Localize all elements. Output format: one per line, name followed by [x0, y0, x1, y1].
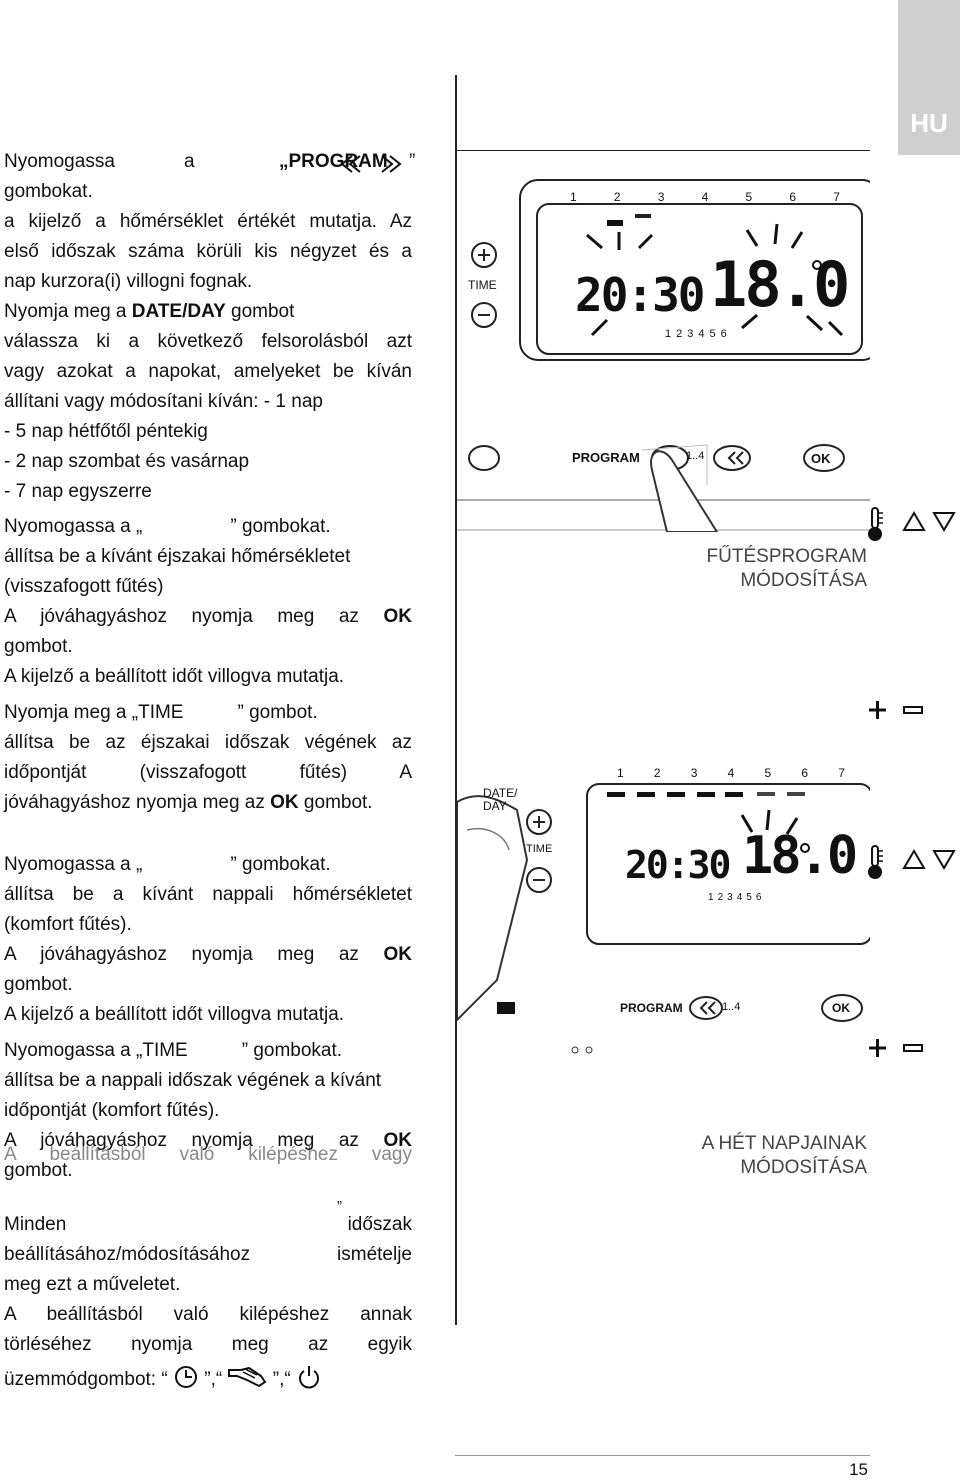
step6-line3: időpontját (komfort fűtés). — [4, 1100, 220, 1121]
step3-line4: A jóváhagyáshoz nyomja meg az OK — [4, 606, 412, 627]
thermostat-device-1 — [457, 150, 870, 532]
step6-line2: állítsa be a nappali időszak végének a k… — [4, 1070, 382, 1091]
step2-line1: Nyomja meg a DATE/DAY gombot — [4, 301, 295, 322]
datday-button-label-2: DATE/ DAY — [483, 786, 518, 813]
time-button-label-1: TIME — [468, 278, 497, 292]
step7-line5: törléséhez nyomja meg az egyik — [4, 1334, 412, 1355]
step7-line3: meg ezt a műveletet. — [4, 1274, 181, 1295]
step1-line2: gombokat. — [4, 181, 93, 202]
step5-line6: A kijelző a beállított időt villogva mut… — [4, 1004, 345, 1025]
step4-line1: Nyomja meg a „TIME” gombot. — [4, 702, 318, 723]
column-divider — [455, 75, 457, 1325]
step5-line2: állítsa be a kívánt nappali hőmérséklete… — [4, 884, 412, 905]
datday-label: DATE/DAY — [131, 301, 226, 322]
step5-line4: A jóváhagyáshoz nyomja meg az OK — [4, 944, 412, 965]
lcd-time-2: 20:30 — [625, 843, 731, 887]
program-button-label-1: PROGRAM — [572, 450, 640, 465]
period-numbers-1: 123456 — [665, 328, 732, 340]
step1-quote: ” — [409, 151, 416, 172]
step6-line5: gombot. — [4, 1160, 73, 1181]
ok-button-label-2: OK — [832, 1001, 850, 1015]
step3-line3: (visszafogott fűtés) — [4, 576, 164, 597]
step7-line6: üzemmódgombot: “ ”,“ ”,“ — [4, 1364, 412, 1395]
manual-hand-icon — [228, 1366, 267, 1388]
lcd-time-1: 20:30 — [575, 268, 705, 322]
step6-line1: Nyomogassa a „TIME” gombokat. — [4, 1040, 343, 1061]
step3-line1: Nyomogassa a „” gombokat. — [4, 516, 331, 537]
footer-rule — [455, 1455, 870, 1456]
step4-line3: időpontját (visszafogott fűtés) A — [4, 762, 412, 783]
step2-line3: vagy azokat a napokat, amelyeket be kívá… — [4, 361, 412, 382]
nav-arrows-icon — [340, 155, 402, 173]
ok-button-label-1: OK — [811, 451, 831, 466]
step5-line5: gombot. — [4, 974, 73, 995]
time-button-label-2: TIME — [526, 843, 553, 855]
step1-line1: Nyomogassa a „PROGRAM ” — [4, 147, 416, 177]
thermo-updown-icons-2 — [868, 845, 956, 879]
program-button-label-2: PROGRAM — [620, 1001, 683, 1015]
period-numbers-2: 123456 — [708, 892, 766, 903]
step2-line7: - 7 nap egyszerre — [4, 481, 152, 502]
page-number: 15 — [849, 1460, 868, 1479]
step2-line5: - 5 nap hétfőtől péntekig — [4, 421, 208, 442]
step6-line4: A jóváhagyáshoz nyomja meg az OK — [4, 1130, 412, 1151]
thermostat-device-2 — [457, 740, 870, 1058]
lcd-temperature-1: 18.0 — [710, 248, 850, 321]
step3-line6: A kijelző a beállított időt villogva mut… — [4, 666, 345, 687]
nav-label-2: 1..4 — [722, 1001, 741, 1013]
step5-line1: Nyomogassa a „” gombokat. — [4, 854, 331, 875]
step7-line4: A beállításból való kilépéshez annak — [4, 1304, 412, 1325]
step1-program-label: „PROGRAM — [279, 151, 388, 172]
language-tab-label: HU — [910, 108, 948, 138]
step3-line5: gombot. — [4, 636, 73, 657]
step7-line1: Minden”időszak — [4, 1198, 412, 1235]
clock-mode-icon — [174, 1366, 197, 1388]
thermo-updown-icons-1 — [868, 507, 956, 541]
step2-line6: - 2 nap szombat és vasárnap — [4, 451, 250, 472]
step5-line3: (komfort fűtés). — [4, 914, 132, 935]
step3-line2: állítsa be a kívánt éjszakai hőmérséklet… — [4, 546, 351, 567]
plus-minus-icons-2 — [869, 1039, 923, 1057]
step4-line2: állítsa be az éjszakai időszak végének a… — [4, 732, 412, 753]
language-tab: HU — [898, 0, 960, 155]
lcd-temperature-2: 18.0 — [742, 826, 858, 886]
power-icon — [299, 1366, 319, 1389]
plus-minus-icons-1 — [869, 701, 923, 719]
nav-label-1: 1..4 — [686, 450, 705, 462]
step6-ghost-overprint: A beállításból való kilépéshez vagy — [4, 1144, 412, 1165]
step1-word-1: Nyomogassa — [4, 151, 115, 172]
step1-line4: első időszak száma körüli kis négyzet és… — [4, 241, 412, 262]
step2-line4: állítani vagy módosítani kíván: - 1 nap — [4, 391, 323, 412]
step1-line5: nap kurzora(i) villogni fognak. — [4, 271, 253, 292]
step1-word-2: a — [184, 151, 195, 172]
step2-line2: válassza ki a következő felsorolásból az… — [4, 331, 412, 352]
step1-line3: a kijelző a hőmérséklet értékét mutatja.… — [4, 211, 412, 232]
step4-line4: jóváhagyáshoz nyomja meg az OK gombot. — [4, 792, 373, 813]
